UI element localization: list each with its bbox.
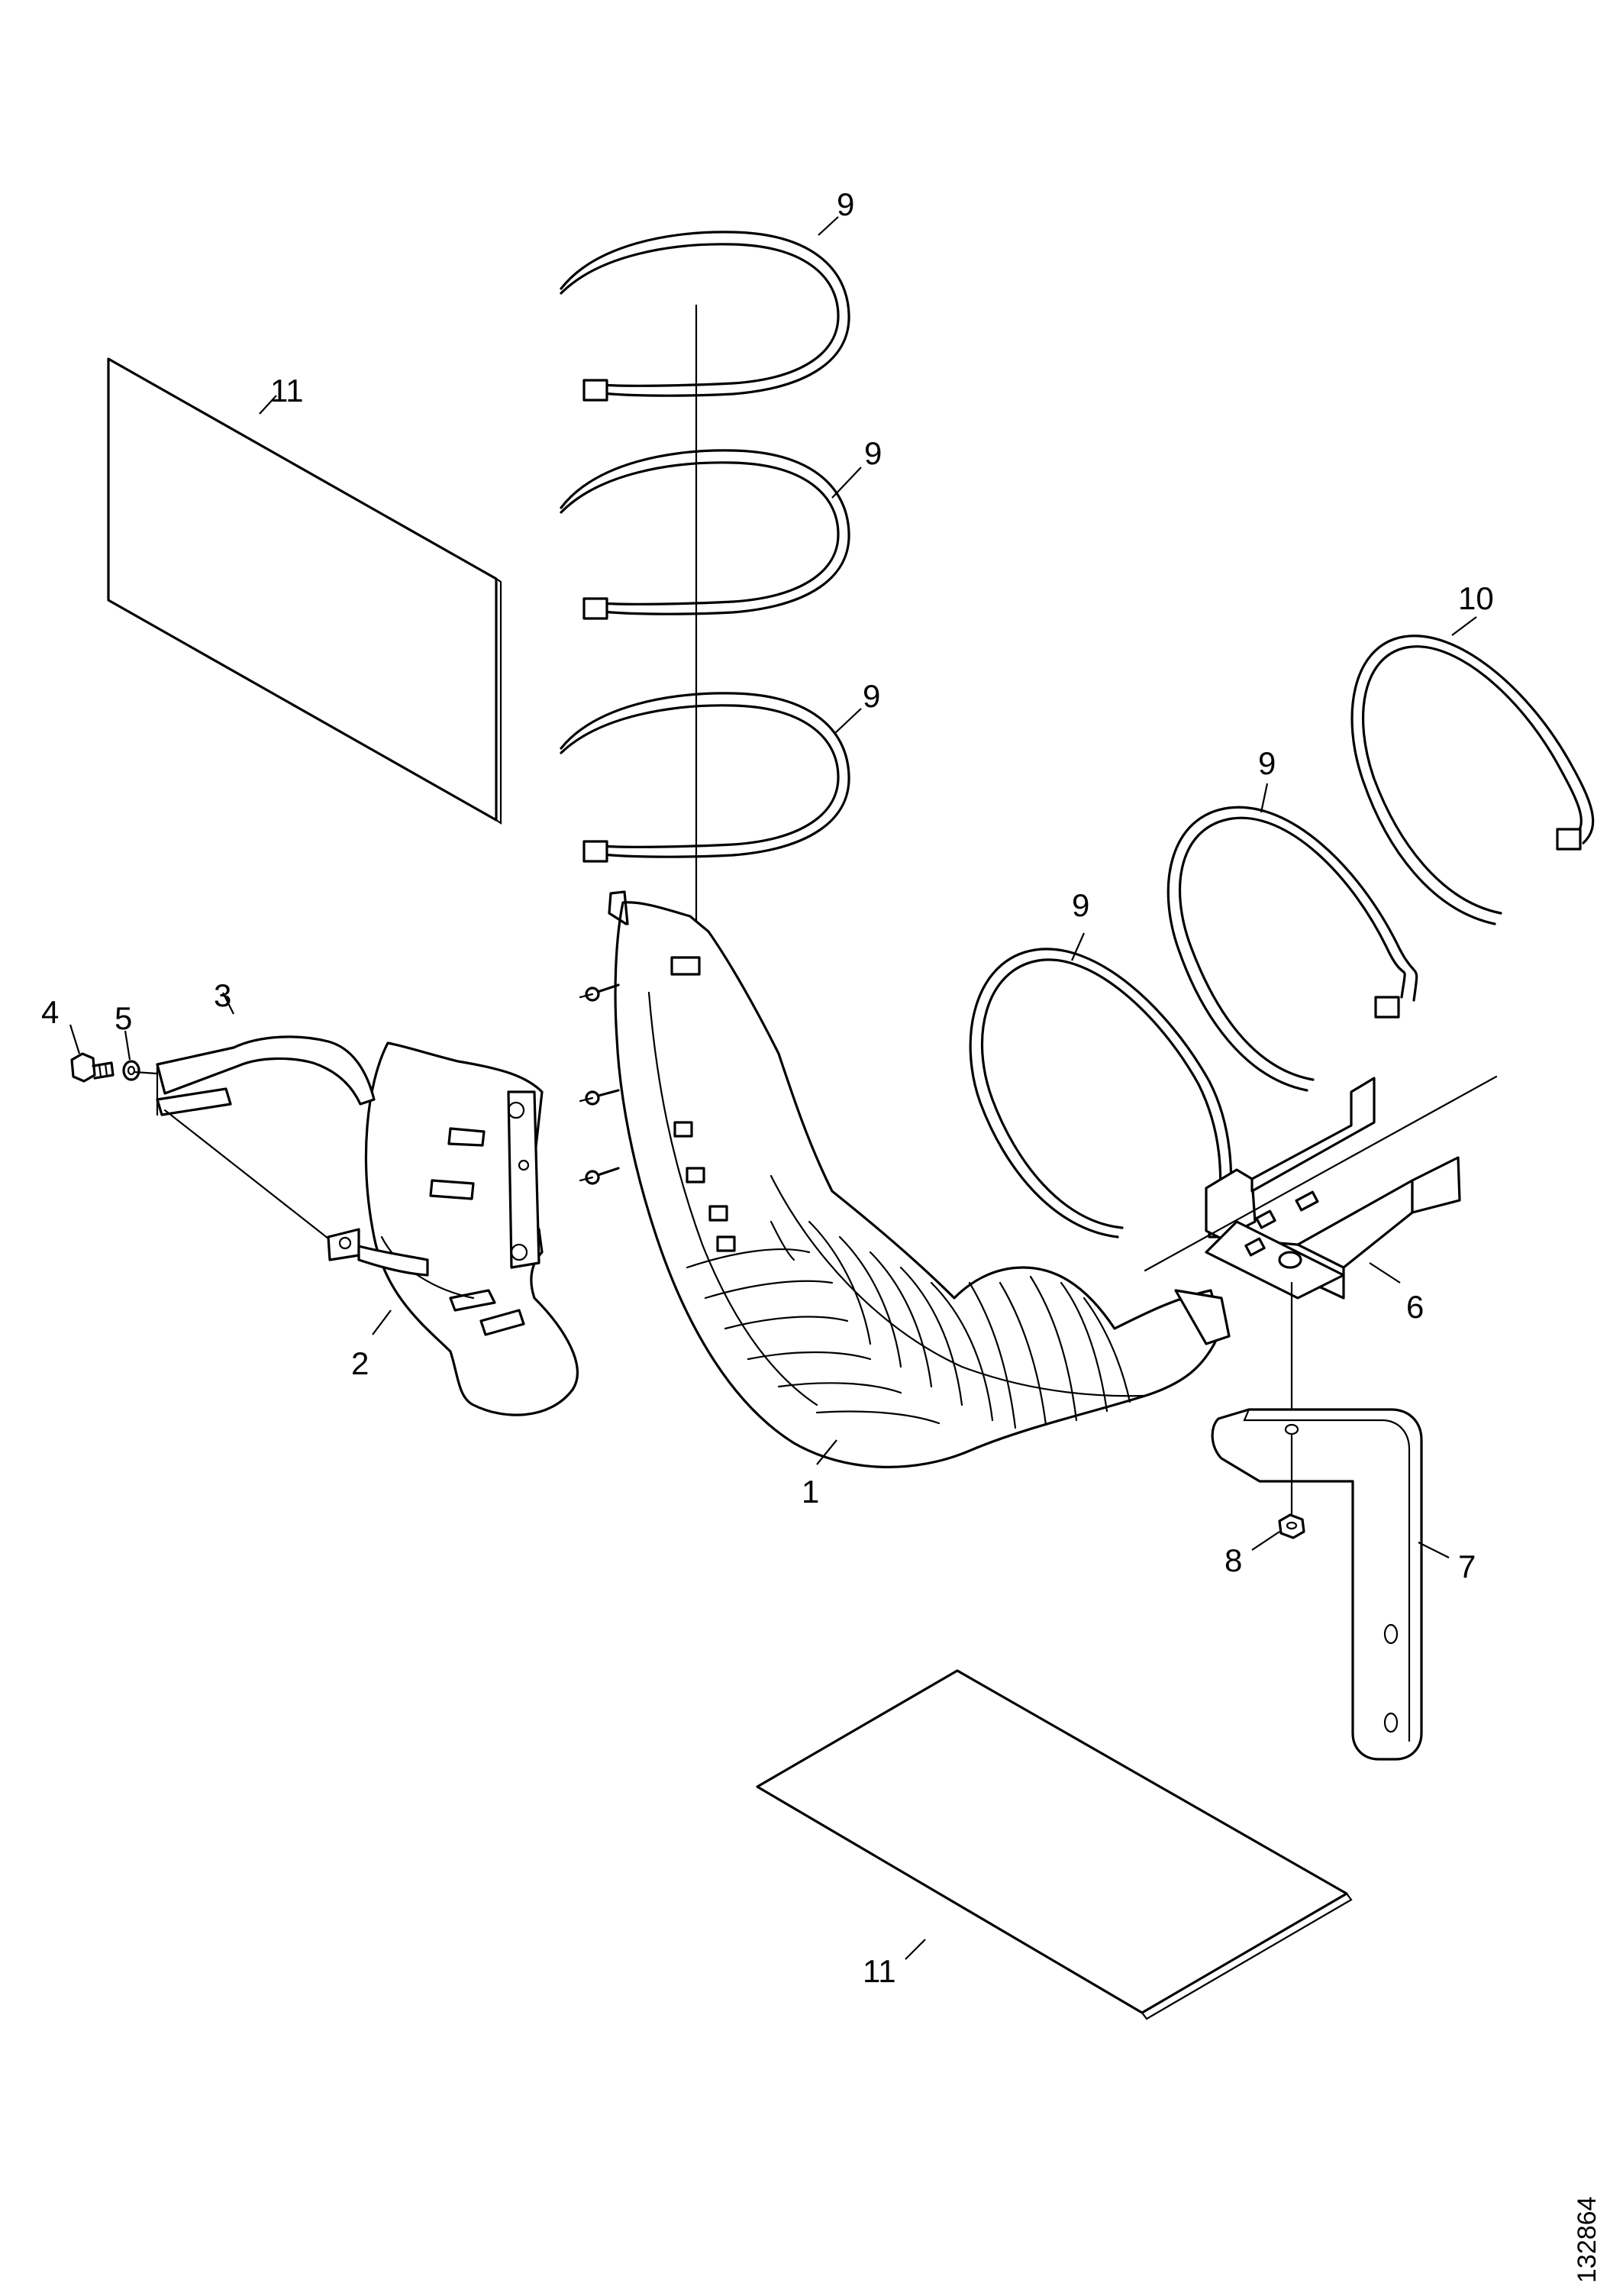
bracket-axis-line xyxy=(1144,1075,1498,1272)
cable-tie-lower xyxy=(560,692,850,863)
cable-tie-top xyxy=(560,231,850,402)
cable-tie-diagonal-left xyxy=(969,948,1234,1238)
clamp-3 xyxy=(156,1035,376,1116)
cable-tie-head xyxy=(582,597,608,620)
support-bracket-7 xyxy=(1211,1408,1423,1761)
bolt-4 xyxy=(70,1052,115,1083)
callout-11-lower: 11 xyxy=(863,1953,896,1989)
leader-lines xyxy=(69,216,1477,1960)
callout-9-middle: 9 xyxy=(864,435,882,471)
callout-4: 4 xyxy=(41,994,59,1030)
callout-8: 8 xyxy=(1225,1542,1242,1578)
callout-10: 10 xyxy=(1458,580,1494,616)
heat-shield-2 xyxy=(327,1041,579,1416)
document-number: 132864 xyxy=(1573,2197,1602,2283)
cable-tie-middle xyxy=(560,449,850,620)
callout-6: 6 xyxy=(1406,1289,1424,1325)
bracket-6 xyxy=(1205,1077,1461,1300)
callout-7: 7 xyxy=(1458,1548,1476,1584)
callout-9-diagonal-left: 9 xyxy=(1072,887,1089,923)
callout-2: 2 xyxy=(351,1345,369,1381)
callout-5: 5 xyxy=(115,1000,132,1036)
cable-tie-diagonal-middle xyxy=(1166,806,1418,1092)
fastener-axis-line xyxy=(133,1070,159,1075)
cable-tie-10 xyxy=(1350,635,1595,925)
callout-1: 1 xyxy=(802,1474,819,1510)
insulation-sheet-lower xyxy=(756,1669,1353,2020)
washer-5 xyxy=(122,1060,140,1081)
fastener-axis-line-2 xyxy=(163,1109,330,1240)
callout-labels: 9 9 9 9 9 10 11 11 1 2 3 4 5 6 7 8 xyxy=(41,186,1494,1989)
insulation-sheet-upper xyxy=(107,357,502,825)
callout-9-lower: 9 xyxy=(863,678,880,714)
cable-tie-head xyxy=(582,840,608,863)
cable-tie-head xyxy=(582,379,608,402)
callout-9-diagonal-middle: 9 xyxy=(1258,745,1276,781)
cable-tie-head xyxy=(1374,996,1400,1019)
cable-tie-head xyxy=(1556,828,1582,851)
heat-shield-hose xyxy=(579,890,1231,1468)
callout-3: 3 xyxy=(214,977,231,1013)
callout-11-upper: 11 xyxy=(270,373,304,409)
nut-8 xyxy=(1278,1513,1305,1539)
callout-9-top: 9 xyxy=(837,186,854,222)
